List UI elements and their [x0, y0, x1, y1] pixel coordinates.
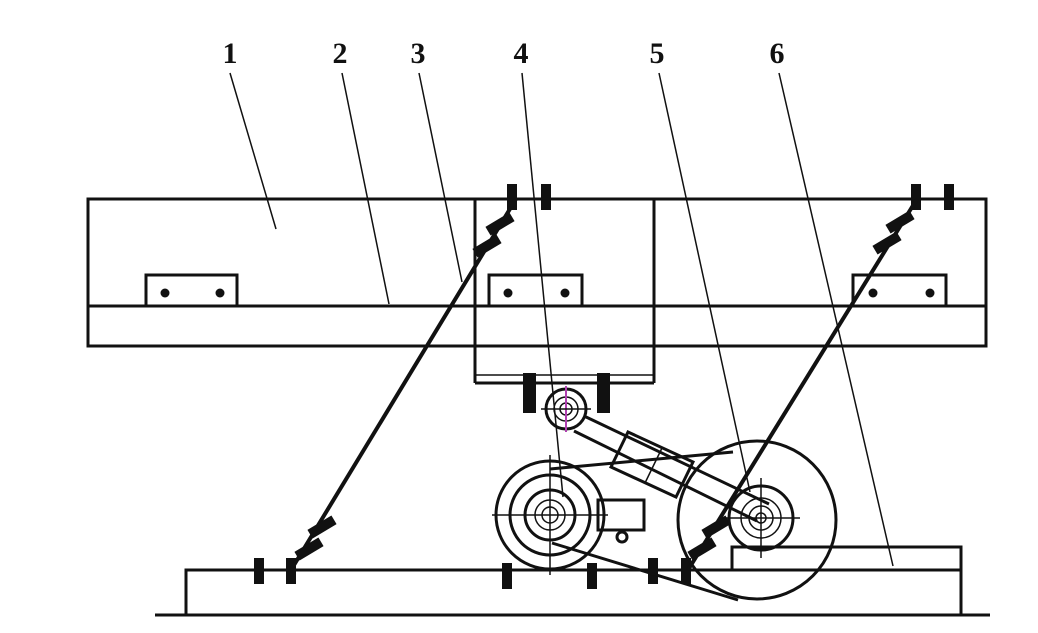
spring-rod-left: [289, 197, 518, 572]
motor-pulley: [492, 455, 646, 575]
callout-6: 6: [770, 37, 785, 70]
connecting-rod: [573, 414, 770, 523]
top-clamps: [507, 184, 954, 210]
callout-5: 5: [650, 37, 665, 70]
callout-3: 3: [411, 37, 426, 70]
mounting-plate-right: [851, 273, 948, 308]
large-pulley: [676, 439, 838, 601]
mounting-plate-center: [487, 273, 584, 308]
mounting-plate-left: [144, 273, 239, 308]
base-frame: [155, 545, 990, 617]
bottom-clamps: [254, 558, 691, 589]
callout-2: 2: [333, 37, 348, 70]
drive-belt: [549, 450, 739, 602]
callout-1: 1: [223, 37, 238, 70]
upper-pivot: [523, 373, 610, 432]
center-bracket: [473, 199, 656, 385]
callout-labels: 1 2 3 4 5 6: [223, 37, 785, 70]
spring-rod-right: [686, 197, 919, 572]
callout-4: 4: [514, 37, 529, 70]
